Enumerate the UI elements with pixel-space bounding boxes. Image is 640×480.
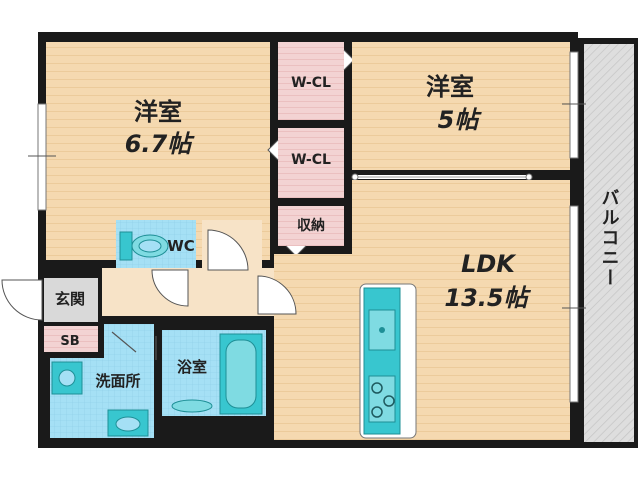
balcony-label: バルコニー xyxy=(599,188,620,288)
kitchen-counter xyxy=(359,283,417,439)
wcl-2-label: W-CL xyxy=(291,152,331,168)
hallway xyxy=(102,220,297,316)
wc: WC xyxy=(116,220,196,268)
western-room-1-name: 洋室 xyxy=(134,98,182,126)
balcony: バルコニー xyxy=(578,38,638,448)
entrance: 玄関 SB xyxy=(1,278,98,352)
shoe-box-label: SB xyxy=(60,334,79,349)
bathroom: 浴室 xyxy=(155,330,266,416)
washroom-label: 洗面所 xyxy=(95,372,140,390)
washroom: 洗面所 xyxy=(50,324,154,438)
ldk-name: LDK xyxy=(461,250,517,278)
western-room-2-size: 5帖 xyxy=(438,106,483,134)
closet-column: W-CL W-CL 収納 xyxy=(267,42,355,257)
entrance-label: 玄関 xyxy=(55,290,85,308)
storage-label: 収納 xyxy=(297,217,325,234)
western-room-2-name: 洋室 xyxy=(426,73,474,101)
western-room-2: 洋室 5帖 xyxy=(351,42,570,181)
western-room-1-size: 6.7帖 xyxy=(125,130,196,158)
wcl-1-label: W-CL xyxy=(291,75,331,91)
wc-label: WC xyxy=(167,237,195,255)
bathroom-label: 浴室 xyxy=(177,358,207,376)
windows xyxy=(28,51,586,403)
ldk-size: 13.5帖 xyxy=(444,284,531,312)
ldk: LDK 13.5帖 xyxy=(274,180,570,440)
